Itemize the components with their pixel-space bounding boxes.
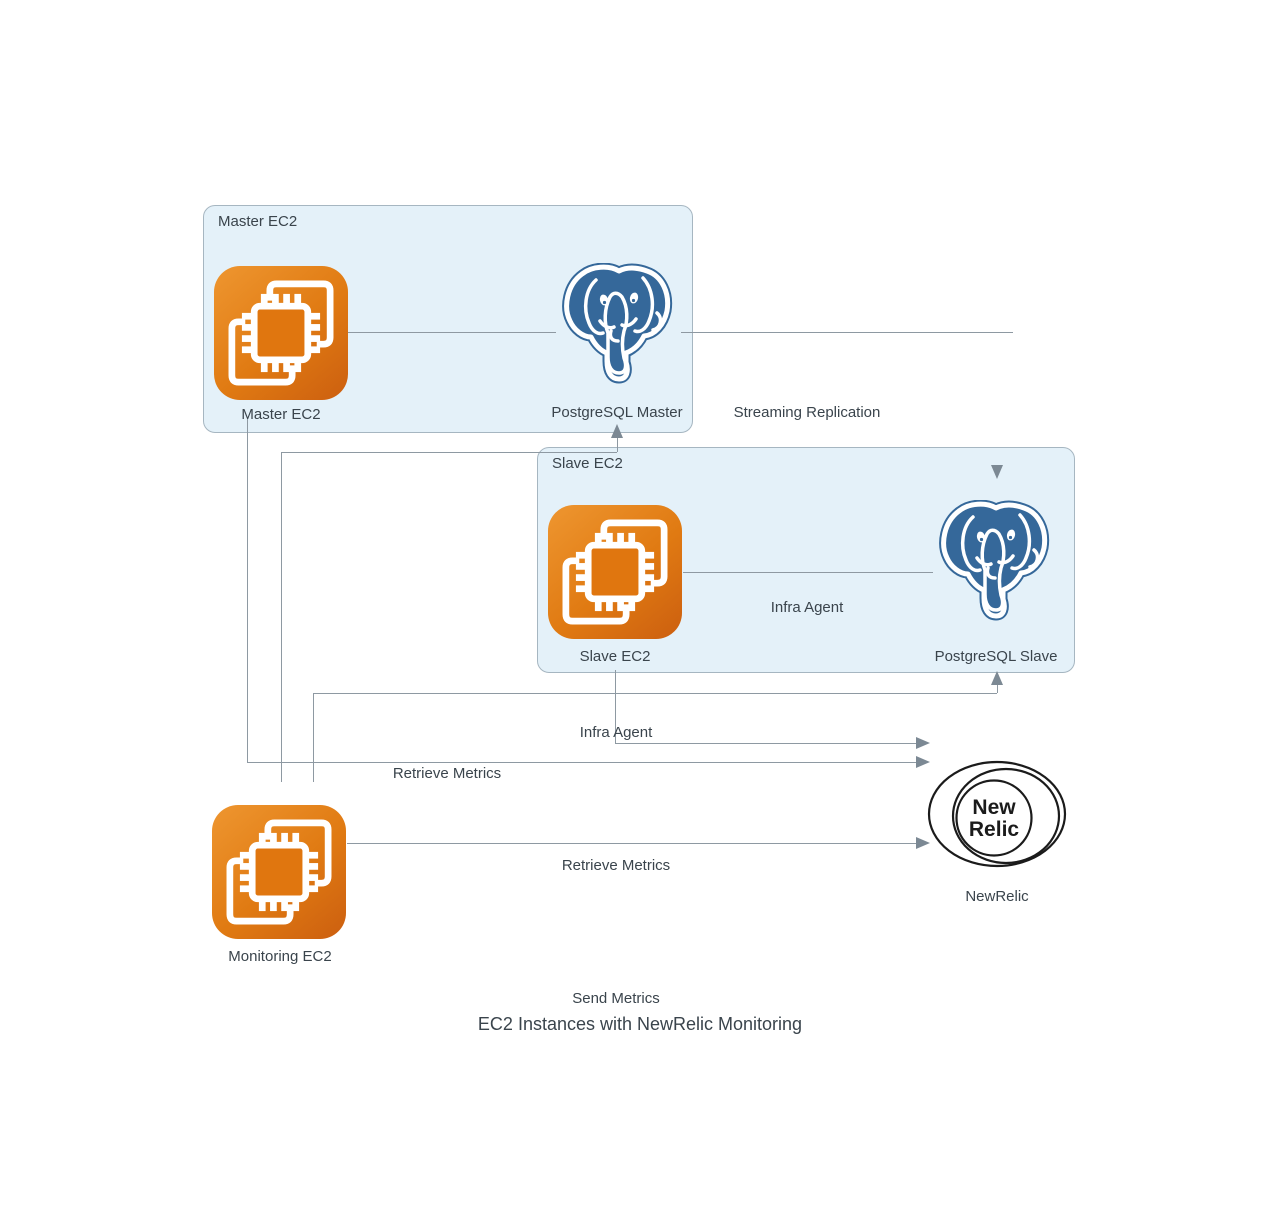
newrelic-label: NewRelic bbox=[965, 888, 1029, 905]
monitoring-ec2-label: Monitoring EC2 bbox=[228, 948, 332, 965]
retrieve-metrics-label-top: Retrieve Metrics bbox=[392, 765, 502, 782]
newrelic-logo: New Relic bbox=[927, 760, 1067, 868]
line-masterec2-to-newrelic bbox=[247, 762, 916, 763]
slave-ec2-label: Slave EC2 bbox=[579, 648, 651, 665]
newrelic-logo-text-line2: Relic bbox=[969, 818, 1020, 841]
arrowhead-into-pgslave-bottom bbox=[991, 671, 1003, 685]
cpu-chip-icon bbox=[562, 519, 668, 625]
ec2-icon-slave bbox=[548, 505, 682, 639]
arrowhead-into-pgmaster bbox=[611, 424, 623, 438]
arrowhead-into-pgslave-top bbox=[991, 465, 1003, 479]
line-slaveec2-to-pgslave bbox=[683, 572, 933, 573]
line-monitoring-up-1 bbox=[281, 452, 282, 782]
line-streaming-replication bbox=[681, 332, 1013, 333]
postgresql-master-logo bbox=[562, 263, 673, 384]
send-metrics-label: Send Metrics bbox=[572, 990, 660, 1007]
line-masterec2-to-pgmaster bbox=[348, 332, 556, 333]
arrowhead-newrelic-top bbox=[916, 737, 930, 749]
line-slaveec2-down bbox=[615, 670, 616, 743]
retrieve-metrics-label-bottom: Retrieve Metrics bbox=[561, 857, 671, 874]
line-masterec2-down bbox=[247, 417, 248, 762]
line-pgslave-arrow-shaft bbox=[997, 685, 998, 693]
postgresql-slave-label: PostgreSQL Slave bbox=[934, 648, 1058, 665]
infra-agent-label-inside: Infra Agent bbox=[770, 599, 844, 616]
slave-group-title: Slave EC2 bbox=[552, 455, 623, 472]
arrowhead-newrelic-bottom bbox=[916, 837, 930, 849]
line-to-pgslave-horizontal bbox=[313, 693, 997, 694]
ec2-icon-master bbox=[214, 266, 348, 400]
line-pgmaster-arrow-shaft bbox=[617, 438, 618, 452]
postgresql-slave-logo bbox=[939, 500, 1050, 621]
infra-agent-label-outside: Infra Agent bbox=[579, 724, 653, 741]
newrelic-logo-text-line1: New bbox=[972, 796, 1016, 819]
line-monitoring-up-2 bbox=[313, 693, 314, 782]
streaming-replication-label: Streaming Replication bbox=[733, 404, 881, 421]
cpu-chip-icon bbox=[228, 280, 334, 386]
line-slaveec2-to-newrelic bbox=[615, 743, 916, 744]
cpu-chip-icon bbox=[226, 819, 332, 925]
diagram-title: EC2 Instances with NewRelic Monitoring bbox=[477, 1014, 803, 1034]
line-to-pgmaster-horizontal bbox=[281, 452, 617, 453]
ec2-icon-monitoring bbox=[212, 805, 346, 939]
arrowhead-newrelic-middle bbox=[916, 756, 930, 768]
master-ec2-label: Master EC2 bbox=[241, 406, 321, 423]
master-group-title: Master EC2 bbox=[218, 213, 298, 230]
postgresql-master-label: PostgreSQL Master bbox=[551, 404, 683, 421]
line-monitoring-to-newrelic bbox=[347, 843, 916, 844]
